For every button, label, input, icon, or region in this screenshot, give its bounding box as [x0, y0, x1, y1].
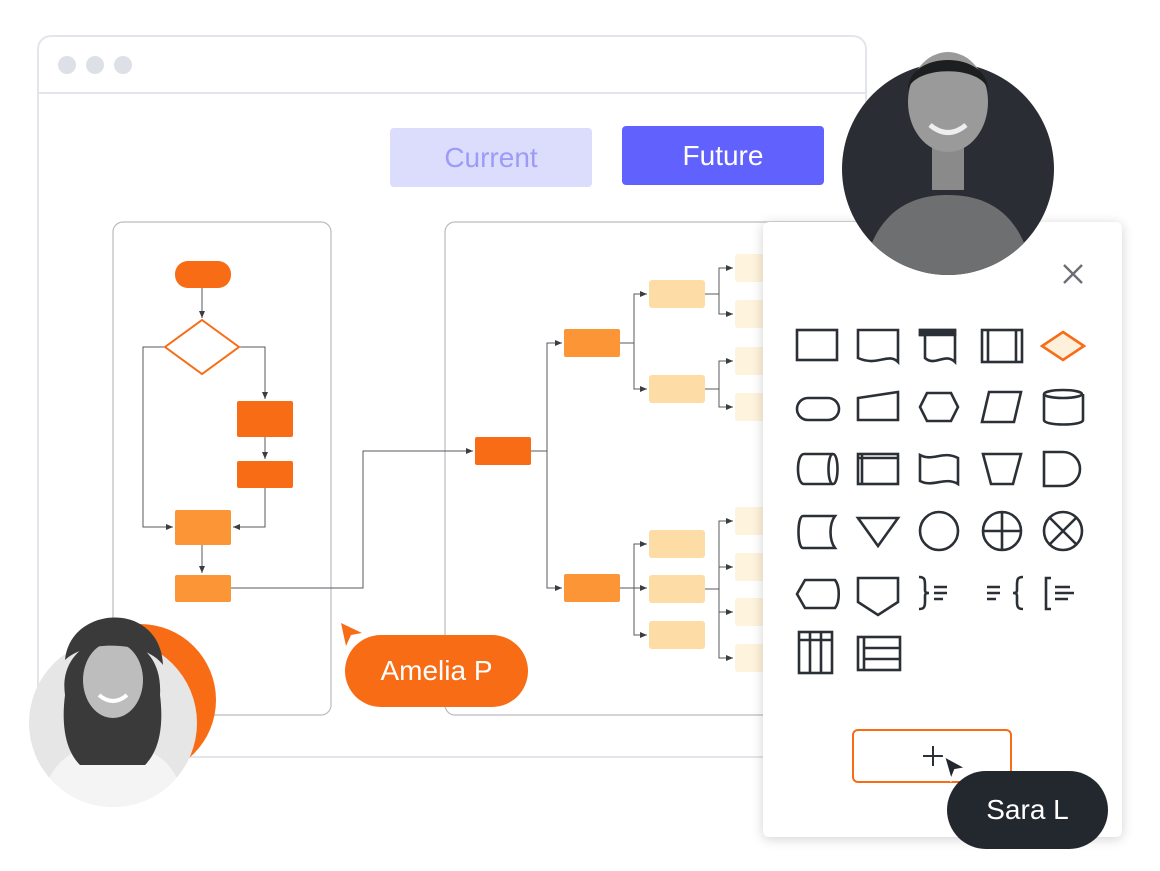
collaborator-label-amelia: Amelia P [345, 635, 528, 707]
shape-or[interactable] [981, 510, 1023, 552]
shape-process[interactable] [795, 328, 839, 362]
shape-summing-junction[interactable] [1042, 510, 1084, 552]
window-close-dot[interactable] [58, 56, 76, 74]
shape-display[interactable] [795, 578, 841, 610]
shape-internal-storage[interactable] [856, 452, 900, 486]
collaborator-label-sara: Sara L [947, 771, 1108, 849]
flow-process[interactable] [175, 510, 231, 545]
plus-icon [923, 746, 943, 766]
tree-node[interactable] [564, 574, 620, 602]
avatar-amelia [29, 617, 216, 807]
tree-node[interactable] [649, 575, 705, 603]
shape-annotation-left[interactable] [987, 575, 1024, 611]
window-minimize-dot[interactable] [86, 56, 104, 74]
shape-merge[interactable] [855, 516, 901, 549]
flow-process[interactable] [175, 575, 231, 602]
shape-delay[interactable] [1042, 450, 1082, 488]
flow-process[interactable] [237, 461, 293, 488]
shape-off-page-connector[interactable] [856, 576, 900, 617]
amelia-cursor-icon [341, 623, 362, 646]
shape-bracket-note[interactable] [1044, 576, 1074, 611]
shape-table-rows[interactable] [856, 635, 902, 672]
close-icon[interactable] [1061, 262, 1085, 286]
tree-node[interactable] [649, 375, 705, 403]
flow-decision[interactable] [163, 318, 241, 376]
avatar-sara [842, 52, 1054, 275]
flow-start-terminator[interactable] [175, 261, 231, 288]
swimlane-current [112, 221, 332, 716]
sara-cursor-icon [942, 753, 969, 782]
window-titlebar [39, 37, 865, 94]
shape-database[interactable] [1042, 388, 1085, 426]
shape-punched-tape[interactable] [918, 452, 960, 487]
shape-direct-access-storage[interactable] [796, 452, 839, 486]
add-shape-button[interactable] [852, 729, 1012, 783]
shape-decision[interactable] [1039, 330, 1087, 362]
tree-node[interactable] [564, 329, 620, 357]
shape-connector[interactable] [918, 510, 960, 552]
shape-data[interactable] [980, 390, 1023, 424]
shape-document[interactable] [856, 328, 900, 366]
shape-preparation[interactable] [918, 391, 960, 423]
shape-table-columns[interactable] [797, 630, 834, 675]
shape-predefined-process[interactable] [980, 328, 1024, 364]
shape-library-panel [763, 222, 1122, 837]
shape-multiple-documents[interactable] [918, 328, 957, 366]
tree-root-node[interactable] [475, 437, 531, 465]
tab-current[interactable]: Current [390, 128, 592, 187]
shape-annotation-right[interactable] [918, 575, 947, 611]
tree-node[interactable] [649, 621, 705, 649]
tab-future[interactable]: Future [622, 126, 824, 185]
shape-terminator[interactable] [795, 396, 841, 422]
window-maximize-dot[interactable] [114, 56, 132, 74]
shape-stored-data[interactable] [797, 514, 838, 550]
tree-node[interactable] [649, 280, 705, 308]
shape-manual-operation[interactable] [981, 452, 1023, 486]
shape-manual-input[interactable] [856, 390, 900, 422]
flow-process[interactable] [237, 401, 293, 437]
tree-node[interactable] [649, 530, 705, 558]
